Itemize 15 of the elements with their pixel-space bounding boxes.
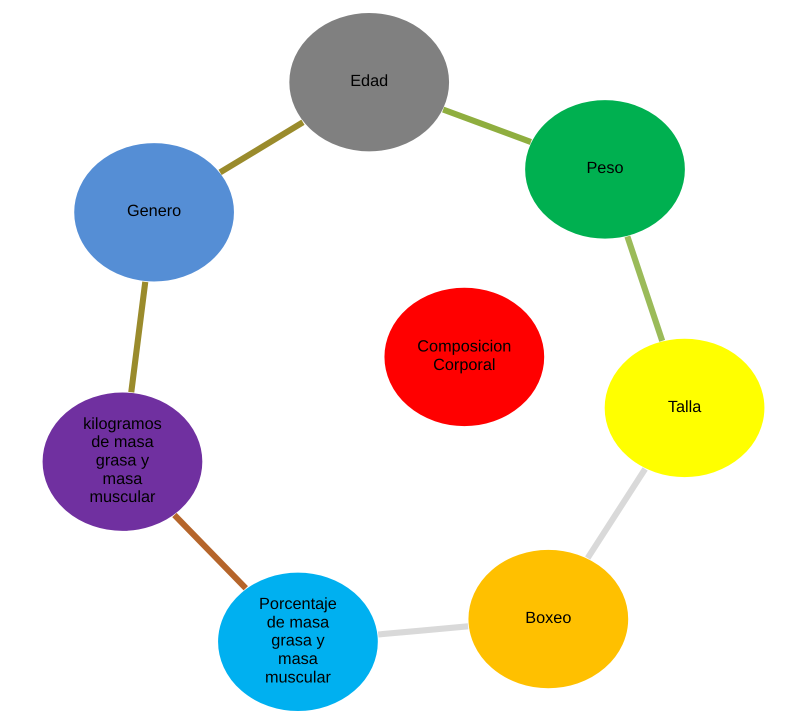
node-ellipse: Edad (288, 12, 450, 152)
connector (585, 467, 648, 560)
node-ellipse: Peso (524, 99, 686, 240)
connector (128, 281, 148, 393)
connector (218, 120, 305, 175)
node-ellipse: Genero (73, 142, 235, 282)
node-ellipse: Talla (604, 338, 766, 478)
connector (172, 512, 248, 590)
node-ellipse: Composicion Corporal (383, 286, 546, 428)
connector (442, 106, 532, 145)
node-ellipse: Boxeo (467, 548, 630, 690)
connector (378, 623, 468, 638)
node-ellipse: kilogramos de masa grasa y masa muscular (42, 391, 204, 532)
connector (624, 235, 666, 342)
node-ellipse: Porcentaje de masa grasa y masa muscular (217, 572, 379, 712)
